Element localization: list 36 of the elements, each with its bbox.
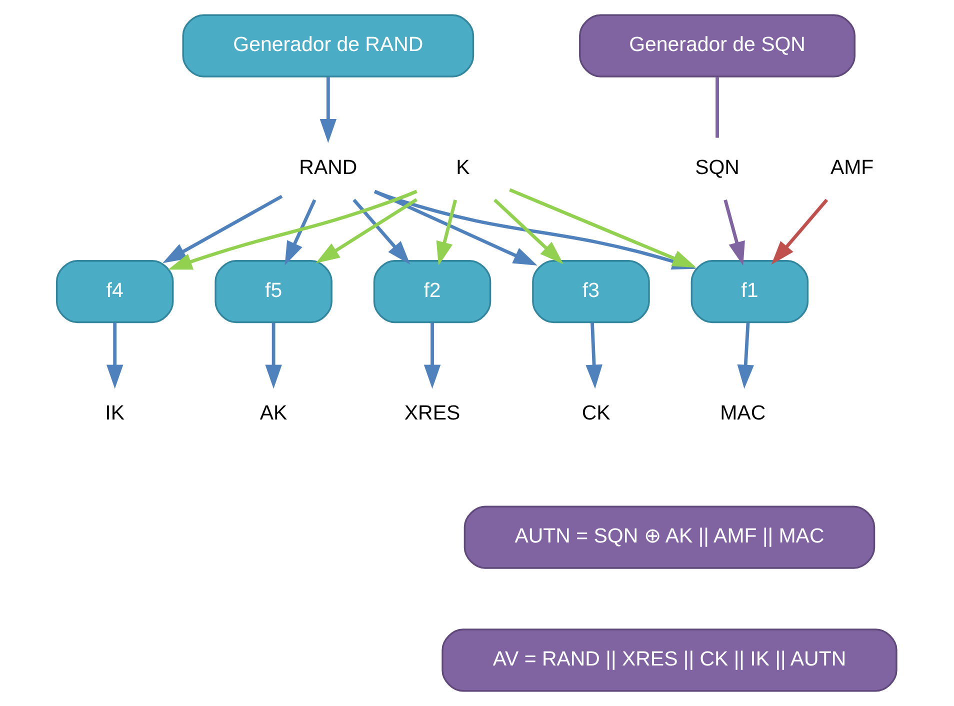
node-box: f3: [532, 260, 650, 324]
node-box: AV = RAND || XRES || CK || IK || AUTN: [441, 628, 897, 692]
arrow: [770, 198, 828, 265]
node-box: f1: [690, 260, 808, 324]
arrow: [315, 198, 418, 264]
node-box: Generador de SQN: [578, 14, 855, 78]
node-text: IK: [104, 402, 124, 425]
node-text: RAND: [298, 156, 357, 179]
node-box: f4: [55, 260, 174, 324]
node-text: CK: [581, 402, 610, 425]
arrow: [585, 322, 602, 389]
node-text: MAC: [720, 402, 766, 425]
arrow: [508, 188, 696, 268]
node-text: XRES: [404, 402, 460, 425]
node-text: SQN: [694, 156, 739, 179]
connector: [715, 77, 718, 138]
node-box: Generador de RAND: [182, 14, 474, 78]
arrow: [284, 199, 316, 266]
arrow: [723, 199, 744, 266]
arrow: [423, 322, 440, 389]
node-box: AUTN = SQN ⊕ AK || AMF || MAC: [463, 506, 875, 569]
arrow: [319, 77, 336, 143]
node-text: AMF: [830, 156, 874, 179]
node-text: AK: [259, 402, 287, 425]
node-text: K: [456, 156, 470, 179]
arrow: [162, 194, 282, 264]
node-box: f2: [372, 260, 491, 324]
arrow: [168, 190, 417, 270]
arrow: [736, 322, 754, 389]
arrow: [264, 322, 282, 389]
arrow: [436, 200, 457, 266]
arrow: [492, 198, 563, 264]
arrow: [352, 198, 410, 265]
arrow: [106, 322, 123, 389]
arrow: [373, 190, 537, 266]
node-box: f5: [214, 260, 332, 324]
